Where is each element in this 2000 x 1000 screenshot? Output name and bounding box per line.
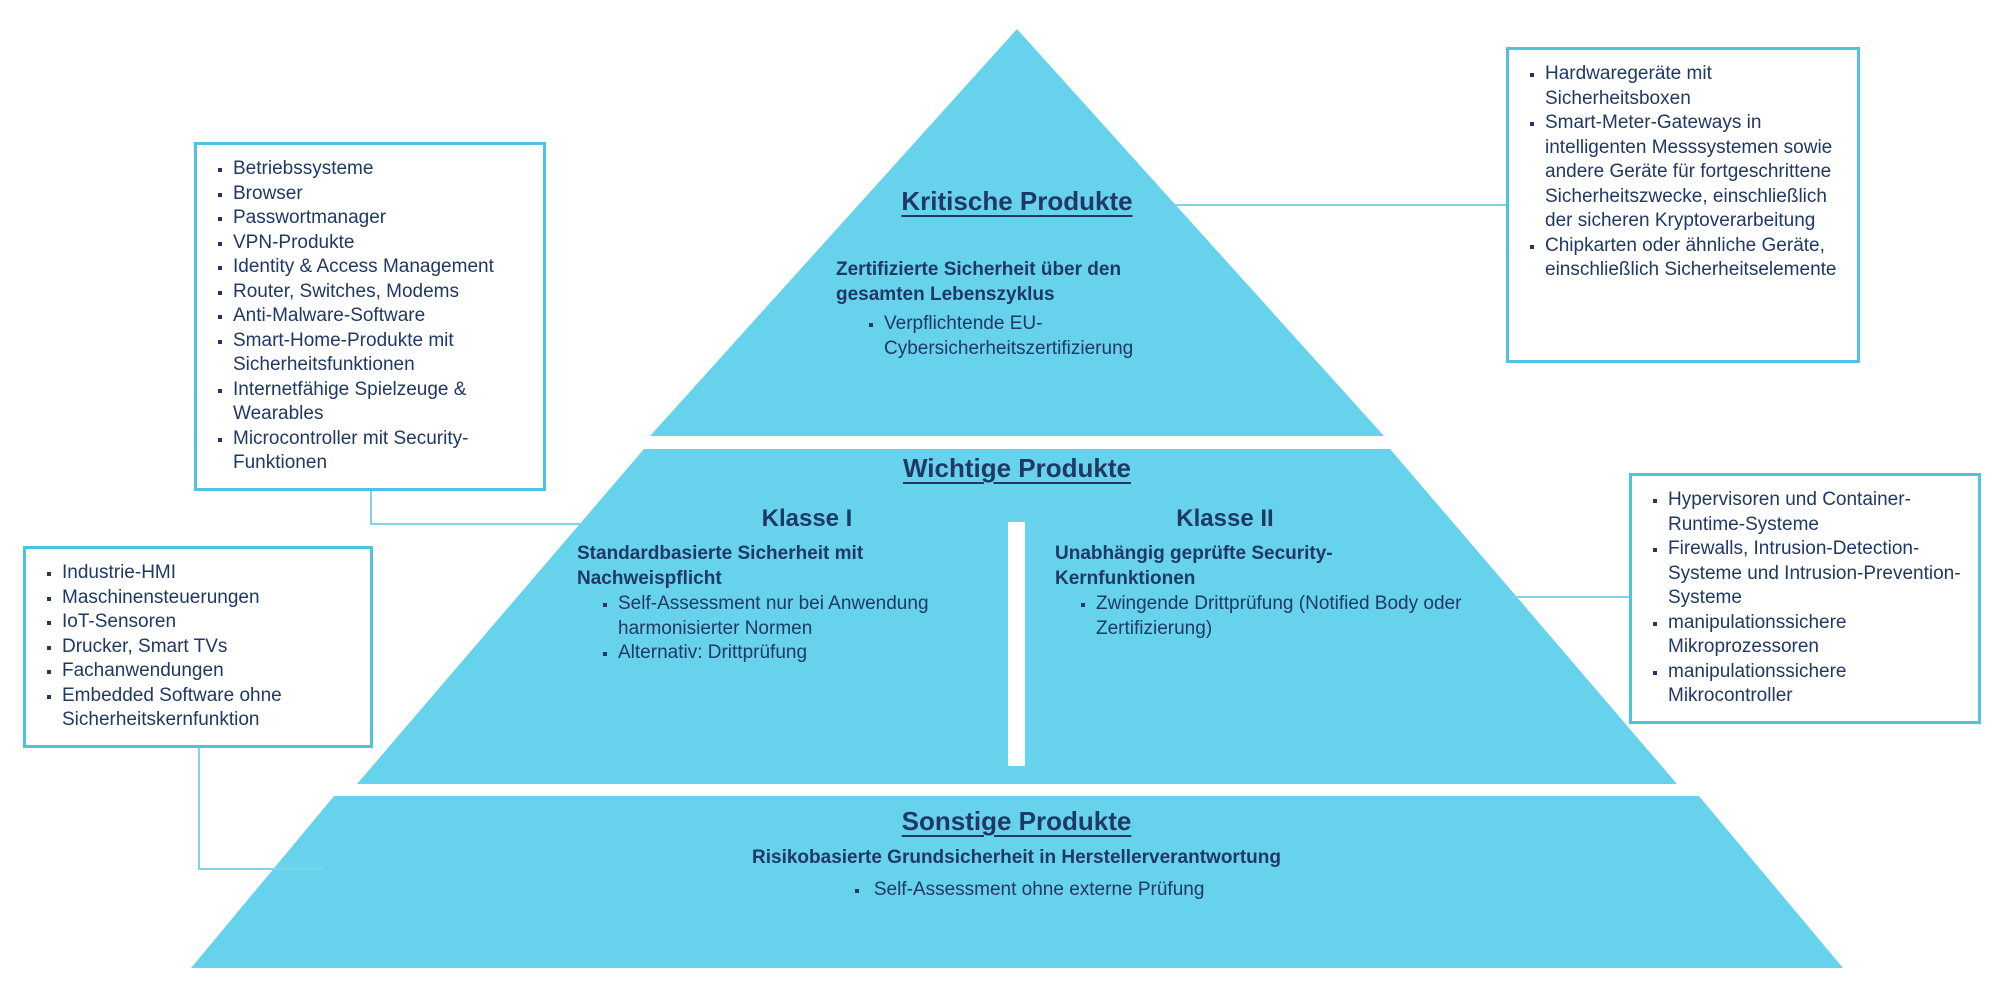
critical-examples-list: Hardwaregeräte mit SicherheitsboxenSmart…: [1517, 62, 1845, 283]
list-item: Self-Assessment ohne externe Prüfung: [360, 878, 1699, 903]
klasse2-subtitle: Unabhängig geprüfte Security-Kernfunktio…: [1055, 543, 1333, 589]
list-item: Zwingende Drittprüfung (Notified Body od…: [1096, 592, 1520, 641]
list-item: Maschinensteuerungen: [62, 586, 358, 611]
list-item: Hypervisoren und Container-Runtime-Syste…: [1668, 488, 1966, 537]
list-item: Anti-Malware-Software: [233, 304, 531, 329]
list-item: Chipkarten oder ähnliche Geräte, einschl…: [1545, 234, 1845, 283]
klasse1-subtitle: Standardbasierte Sicherheit mit Nachweis…: [577, 543, 864, 589]
connector-left-upper-vertical: [370, 485, 372, 525]
list-item: IoT-Sensoren: [62, 610, 358, 635]
list-item: Identity & Access Management: [233, 255, 531, 280]
other-bullet-list: Self-Assessment ohne externe Prüfung: [334, 878, 1699, 903]
list-item: Verpflichtende EU-Cybersicherheitszertif…: [884, 312, 1158, 361]
list-item: VPN-Produkte: [233, 231, 531, 256]
klasse1-examples-list: BetriebssystemeBrowserPasswortmanagerVPN…: [205, 157, 531, 476]
list-item: Router, Switches, Modems: [233, 280, 531, 305]
klasse2-title: Klasse II: [1176, 505, 1274, 532]
list-item: Smart-Home-Produkte mit Sicherheitsfunkt…: [233, 329, 531, 378]
list-item: manipulationssichere Mikrocontroller: [1668, 660, 1966, 709]
list-item: Industrie-HMI: [62, 561, 358, 586]
critical-title: Kritische Produkte: [901, 186, 1133, 216]
callout-critical-examples: Hardwaregeräte mit SicherheitsboxenSmart…: [1506, 47, 1860, 363]
list-item: Smart-Meter-Gateways in intelligenten Me…: [1545, 111, 1845, 234]
important-title: Wichtige Produkte: [902, 453, 1131, 483]
other-title: Sonstige Produkte: [901, 806, 1132, 836]
connector-right-upper-horizontal: [1175, 204, 1506, 206]
critical-bullet-list: Verpflichtende EU-Cybersicherheitszertif…: [858, 312, 1158, 361]
other-examples-list: Industrie-HMIMaschinensteuerungenIoT-Sen…: [34, 561, 358, 733]
list-item: manipulationssichere Mikroprozessoren: [1668, 611, 1966, 660]
class-divider: [1008, 522, 1025, 766]
callout-klasse2-examples: Hypervisoren und Container-Runtime-Syste…: [1629, 473, 1981, 724]
connector-left-lower-horizontal: [198, 868, 323, 870]
list-item: Internetfähige Spielzeuge & Wearables: [233, 378, 531, 427]
pyramid-tier-other: [191, 796, 1843, 968]
list-item: Fachanwendungen: [62, 659, 358, 684]
callout-klasse1-examples: BetriebssystemeBrowserPasswortmanagerVPN…: [194, 142, 546, 491]
list-item: Passwortmanager: [233, 206, 531, 231]
connector-left-lower-vertical: [198, 737, 200, 870]
klasse2-examples-list: Hypervisoren und Container-Runtime-Syste…: [1640, 488, 1966, 709]
list-item: Alternativ: Drittprüfung: [618, 641, 992, 666]
critical-subtitle: Zertifizierte Sicherheit über den gesamt…: [836, 259, 1122, 305]
klasse1-bullet-list: Self-Assessment nur bei Anwendung harmon…: [592, 592, 992, 666]
list-item: Embedded Software ohne Sicherheitskernfu…: [62, 684, 358, 733]
connector-right-lower-horizontal: [1510, 596, 1629, 598]
connector-left-upper-horizontal: [370, 523, 585, 525]
list-item: Betriebssysteme: [233, 157, 531, 182]
list-item: Self-Assessment nur bei Anwendung harmon…: [618, 592, 992, 641]
callout-other-examples: Industrie-HMIMaschinensteuerungenIoT-Sen…: [23, 546, 373, 748]
klasse1-title: Klasse I: [761, 505, 853, 532]
list-item: Firewalls, Intrusion-Detection-Systeme u…: [1668, 537, 1966, 611]
list-item: Hardwaregeräte mit Sicherheitsboxen: [1545, 62, 1845, 111]
pyramid-tier-critical: [650, 29, 1384, 436]
other-subtitle: Risikobasierte Grundsicherheit in Herste…: [752, 847, 1281, 868]
klasse2-bullet-list: Zwingende Drittprüfung (Notified Body od…: [1070, 592, 1520, 641]
list-item: Microcontroller mit Security-Funktionen: [233, 427, 531, 476]
list-item: Browser: [233, 182, 531, 207]
list-item: Drucker, Smart TVs: [62, 635, 358, 660]
